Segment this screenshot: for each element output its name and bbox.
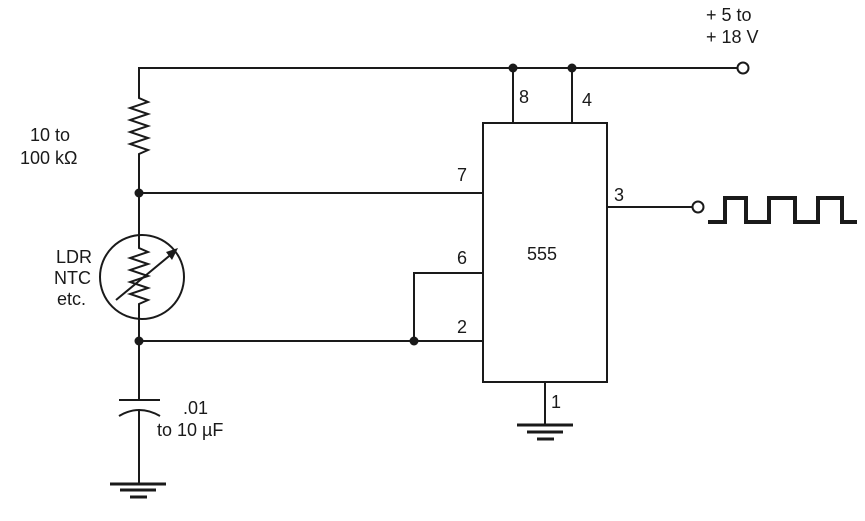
sensor-resistor bbox=[126, 193, 152, 341]
pin7-label: 7 bbox=[457, 165, 467, 185]
pin3-label: 3 bbox=[614, 185, 624, 205]
square-wave-icon bbox=[708, 196, 857, 224]
resistor bbox=[126, 95, 152, 193]
pin1-label: 1 bbox=[551, 392, 561, 412]
wire-pin6 bbox=[413, 272, 483, 341]
output-terminal bbox=[691, 200, 705, 214]
resistor-label-1: 10 to bbox=[30, 125, 70, 145]
resistor-label-2: 100 kΩ bbox=[20, 148, 78, 168]
sensor-circle bbox=[99, 234, 185, 320]
pin2-label: 2 bbox=[457, 317, 467, 337]
ground-icon bbox=[110, 482, 166, 499]
capacitor-label-1: .01 bbox=[183, 398, 208, 418]
junction-dot bbox=[567, 63, 577, 73]
ic-label: 555 bbox=[527, 244, 557, 264]
ground-icon bbox=[517, 423, 573, 441]
supply-terminal bbox=[736, 61, 750, 75]
supply-rail-wire bbox=[138, 67, 738, 95]
variable-arrow-line bbox=[115, 251, 175, 301]
variable-arrow-head bbox=[166, 248, 178, 260]
supply-label-2: + 18 V bbox=[706, 27, 759, 47]
sensor-label-1: LDR bbox=[56, 247, 92, 267]
sensor-label-2: NTC bbox=[54, 268, 91, 288]
pin4-label: 4 bbox=[582, 90, 592, 110]
pin8-label: 8 bbox=[519, 87, 529, 107]
sensor-label-3: etc. bbox=[57, 289, 86, 309]
pin6-label: 6 bbox=[457, 248, 467, 268]
supply-label-1: + 5 to bbox=[706, 5, 752, 25]
capacitor-label-2: to 10 µF bbox=[157, 420, 223, 440]
junction-dot bbox=[508, 63, 518, 73]
